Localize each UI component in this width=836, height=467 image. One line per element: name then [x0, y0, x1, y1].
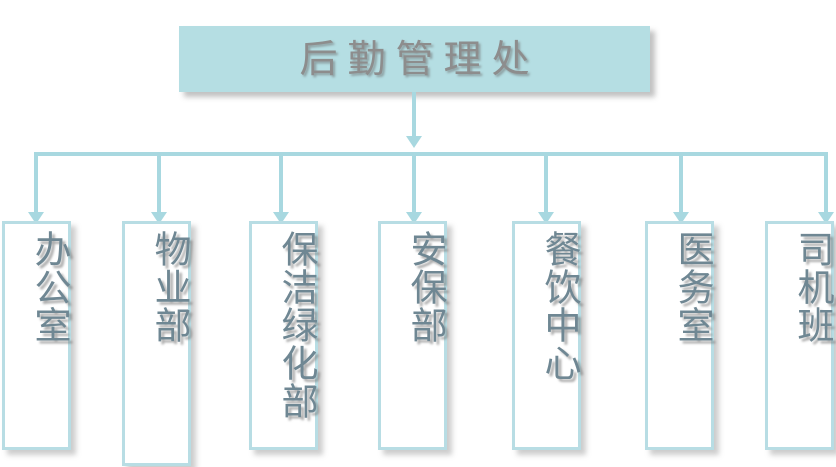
arrow-head-root-stem-icon [406, 136, 422, 148]
child-node-driver-team[interactable]: 司机班 [765, 221, 834, 450]
connector-drop-1 [34, 152, 38, 214]
connector-drop-4 [412, 152, 416, 214]
child-node-security[interactable]: 安保部 [378, 221, 447, 450]
child-node-label: 保洁绿化部 [275, 230, 318, 420]
child-node-property[interactable]: 物业部 [122, 221, 191, 466]
child-node-label: 安保部 [404, 230, 447, 344]
connector-drop-6 [679, 152, 683, 214]
child-node-medical-room[interactable]: 医务室 [645, 221, 714, 450]
child-node-cleaning-greening[interactable]: 保洁绿化部 [249, 221, 318, 450]
connector-drop-2 [157, 152, 161, 214]
child-node-label: 物业部 [148, 230, 191, 344]
child-node-label: 餐饮中心 [538, 230, 581, 382]
child-node-office[interactable]: 办公室 [2, 221, 71, 450]
child-node-label: 医务室 [671, 230, 714, 344]
root-node-logistics-management[interactable]: 后勤管理处 [179, 26, 650, 92]
child-node-label: 司机班 [791, 230, 834, 344]
connector-drop-3 [279, 152, 283, 214]
child-node-label: 办公室 [28, 230, 71, 344]
connector-drop-7 [824, 152, 828, 214]
child-node-catering-center[interactable]: 餐饮中心 [512, 221, 581, 450]
connector-root-stem [412, 92, 416, 138]
connector-horizontal-bus [34, 152, 828, 156]
root-node-label: 后勤管理处 [299, 37, 540, 81]
connector-drop-5 [544, 152, 548, 214]
